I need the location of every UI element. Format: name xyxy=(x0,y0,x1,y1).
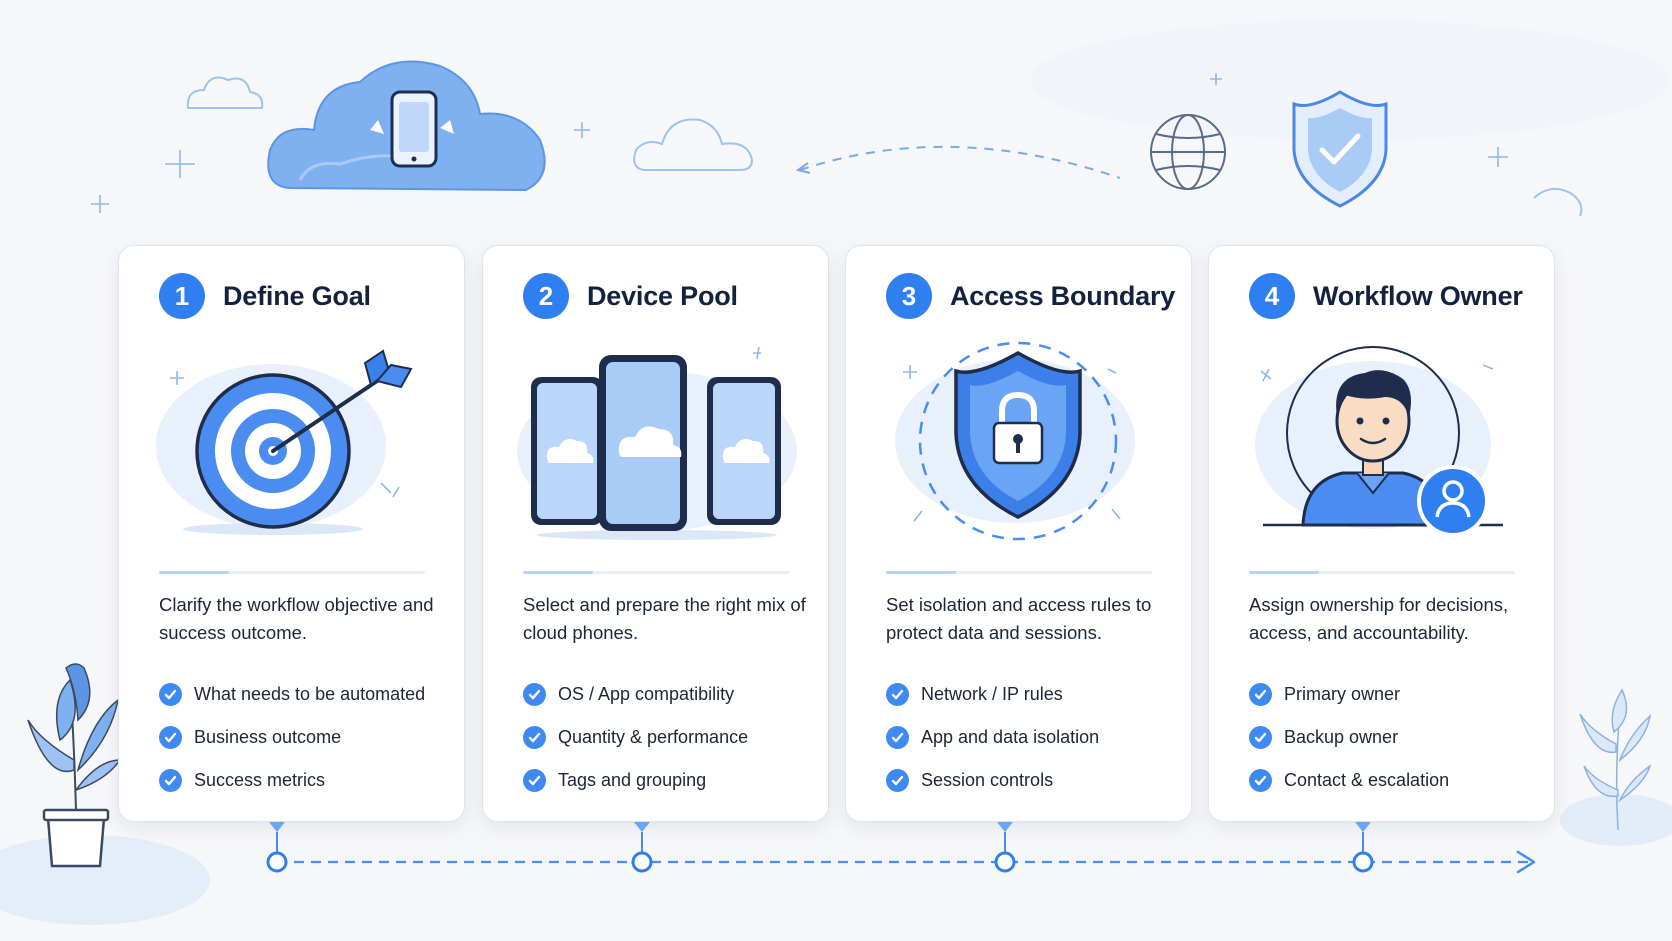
cloud-icon xyxy=(633,118,754,171)
list-item-label: Network / IP rules xyxy=(921,684,1063,704)
list-item-label: Primary owner xyxy=(1284,684,1401,704)
phone-left xyxy=(531,377,603,525)
shield-check-icon xyxy=(1292,90,1388,208)
step-header: 1 Define Goal xyxy=(159,273,371,319)
step-title: Define Goal xyxy=(223,280,371,311)
target-icon xyxy=(156,349,413,535)
step-number-badge: 4 xyxy=(1249,273,1295,319)
check-icon xyxy=(159,683,182,706)
card-divider xyxy=(1249,571,1515,574)
phone-center xyxy=(599,355,687,531)
check-icon xyxy=(1249,726,1272,749)
step-card-workflow-owner: 4 Workflow Owner Assign ownership for de… xyxy=(1208,245,1555,822)
list-item: Tags and grouping xyxy=(523,759,748,802)
list-item: Business outcome xyxy=(159,716,425,759)
owner-avatar-icon xyxy=(1255,346,1503,537)
list-item-label: OS / App compatibility xyxy=(558,684,735,704)
check-icon xyxy=(523,726,546,749)
check-icon xyxy=(886,726,909,749)
step-description: Select and prepare the right mix of clou… xyxy=(523,594,806,643)
step-header: 4 Workflow Owner xyxy=(1249,273,1523,319)
step-title: Workflow Owner xyxy=(1313,280,1523,311)
step-checklist: Network / IP rules App and data isolatio… xyxy=(886,673,1099,802)
globe-icon xyxy=(1150,114,1226,190)
card-divider xyxy=(523,571,789,574)
check-icon xyxy=(159,769,182,792)
cloud-phone-icon xyxy=(267,60,546,192)
step-card-define-goal: 1 Define Goal Clarify the workflow objec… xyxy=(118,245,465,822)
check-icon xyxy=(523,683,546,706)
list-item-label: Session controls xyxy=(921,770,1054,790)
check-icon xyxy=(1249,683,1272,706)
list-item: Primary owner xyxy=(1249,673,1449,716)
step-number-badge: 3 xyxy=(886,273,932,319)
step-card-access-boundary: 3 Access Boundary Set isolation and acce… xyxy=(845,245,1192,822)
step-checklist: Primary owner Backup owner Contact & esc… xyxy=(1249,673,1449,802)
sparkle-icon xyxy=(91,73,1508,213)
list-item-label: Contact & escalation xyxy=(1284,770,1450,790)
card-divider xyxy=(886,571,1152,574)
list-item: What needs to be automated xyxy=(159,673,425,716)
list-item: Quantity & performance xyxy=(523,716,748,759)
list-item: Contact & escalation xyxy=(1249,759,1449,802)
step-description: Clarify the workflow objective and succe… xyxy=(159,594,434,643)
list-item: Network / IP rules xyxy=(886,673,1099,716)
card-divider xyxy=(159,571,425,574)
step-checklist: What needs to be automated Business outc… xyxy=(159,673,425,802)
list-item: Session controls xyxy=(886,759,1099,802)
shield-lock-icon xyxy=(895,341,1135,541)
plant-icon xyxy=(1560,688,1672,846)
check-icon xyxy=(886,683,909,706)
phone-right xyxy=(707,377,781,525)
list-item-label: Business outcome xyxy=(194,727,342,747)
list-item-label: Success metrics xyxy=(194,770,326,790)
list-item-label: Quantity & performance xyxy=(558,727,749,747)
list-item: App and data isolation xyxy=(886,716,1099,759)
list-item-label: What needs to be automated xyxy=(194,684,426,704)
list-item-label: App and data isolation xyxy=(921,727,1100,747)
step-header: 3 Access Boundary xyxy=(886,273,1175,319)
list-item: Success metrics xyxy=(159,759,425,802)
step-card-device-pool: 2 Device Pool Select and prepare the rig… xyxy=(482,245,829,822)
list-item: OS / App compatibility xyxy=(523,673,748,716)
step-title: Access Boundary xyxy=(950,280,1176,311)
cloud-phones-icon xyxy=(517,346,797,540)
list-item-label: Tags and grouping xyxy=(558,770,707,790)
step-checklist: OS / App compatibility Quantity & perfor… xyxy=(523,673,748,802)
cloud-icon xyxy=(186,76,264,109)
step-title: Device Pool xyxy=(587,280,738,311)
step-header: 2 Device Pool xyxy=(523,273,738,319)
step-description: Set isolation and access rules to protec… xyxy=(886,594,1152,643)
check-icon xyxy=(1249,769,1272,792)
list-item-label: Backup owner xyxy=(1284,727,1399,747)
plant-icon xyxy=(0,663,210,925)
check-icon xyxy=(159,726,182,749)
check-icon xyxy=(886,769,909,792)
check-icon xyxy=(523,769,546,792)
step-description: Assign ownership for decisions, access, … xyxy=(1249,594,1509,643)
list-item: Backup owner xyxy=(1249,716,1449,759)
step-number-badge: 2 xyxy=(523,273,569,319)
step-number-badge: 1 xyxy=(159,273,205,319)
